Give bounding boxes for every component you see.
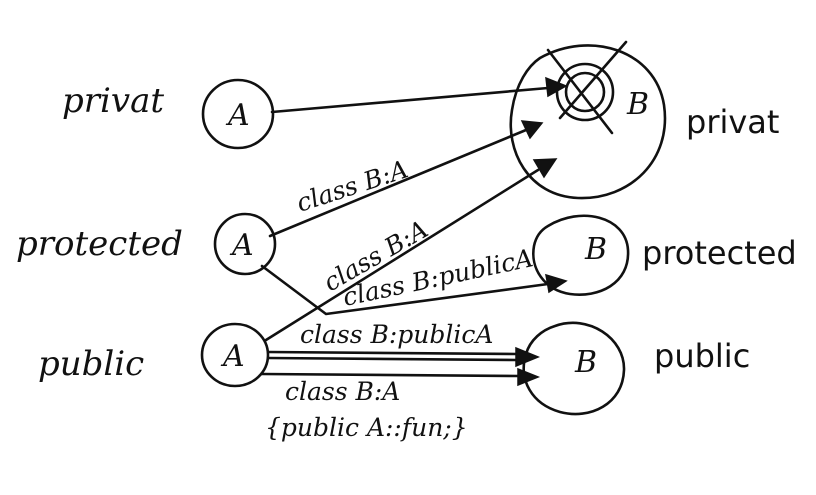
left-label-public: public (38, 344, 144, 384)
node-a-protected: A (213, 212, 277, 276)
node-a-privat-label: A (225, 98, 250, 133)
edge-label-protected-to-privat: class B:A (293, 154, 412, 217)
left-label-protected: protected (16, 224, 183, 264)
edge-label-public-to-public-2-line2: {public A::fun;} (265, 413, 468, 442)
node-b-protected: B (532, 214, 630, 296)
node-a-public: A (200, 322, 270, 388)
right-label-protected: protected (642, 234, 797, 272)
arrow-protected-to-privat: class B:A (268, 120, 544, 238)
right-label-privat: privat (686, 103, 779, 141)
right-label-public: public (654, 337, 750, 375)
node-a-public-label: A (220, 339, 245, 374)
arrow-protected-to-protected: class B:publicA (260, 243, 568, 316)
edge-label-public-to-public-2-line1: class B:A (285, 377, 400, 406)
arrow-public-to-public-1: class B:publicA (266, 320, 540, 368)
inaccessible-target-icon (546, 40, 628, 135)
node-a-privat: A (201, 78, 275, 150)
node-b-public: B (522, 321, 626, 416)
node-b-protected-label: B (584, 232, 607, 267)
left-label-privat: privat (62, 81, 164, 121)
arrow-privat-to-privat (270, 76, 568, 114)
node-b-privat: B (509, 44, 667, 200)
edge-label-public-to-public-1: class B:publicA (300, 320, 493, 349)
arrow-public-to-public-2: class B:A {public A::fun;} (260, 367, 541, 442)
node-b-privat-label: B (626, 87, 649, 122)
node-a-protected-label: A (229, 228, 254, 263)
node-b-public-label: B (574, 345, 597, 380)
